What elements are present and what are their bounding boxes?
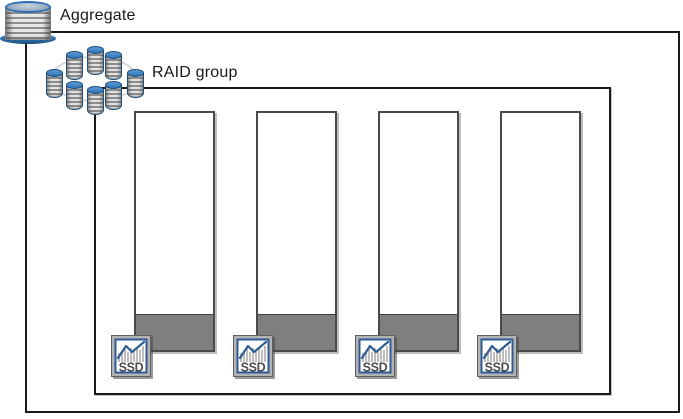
trend-line-glyph — [116, 340, 146, 360]
disk-rect — [134, 111, 215, 352]
disk-rect — [500, 111, 581, 352]
raid-group-label: RAID group — [152, 64, 238, 81]
ssd-label: SSD — [241, 361, 266, 375]
aggregate-label: Aggregate — [60, 7, 136, 24]
ssd-icon: SSD — [477, 335, 517, 377]
trend-line-glyph — [360, 340, 390, 360]
database-cylinder-icon — [0, 1, 56, 44]
disk-cylinder-icon — [66, 51, 83, 80]
cylinder-cap — [5, 1, 51, 13]
disk-cylinder-icon — [127, 69, 144, 98]
disk-cylinder-icon — [105, 81, 122, 110]
aggregate-box — [25, 31, 680, 413]
ssd-label: SSD — [363, 361, 388, 375]
trend-line-glyph — [238, 340, 268, 360]
ssd-label: SSD — [485, 361, 510, 375]
ssd-label: SSD — [119, 361, 144, 375]
ssd-icon: SSD — [111, 335, 151, 377]
trend-line-glyph — [482, 340, 512, 360]
disk-cylinder-icon — [66, 81, 83, 110]
disk-rect — [256, 111, 337, 352]
disk-cylinder-icon — [105, 51, 122, 80]
raid-group-box — [94, 87, 611, 395]
ssd-icon: SSD — [233, 335, 273, 377]
disk-cylinder-icon — [87, 46, 104, 75]
ssd-icon: SSD — [355, 335, 395, 377]
disk-cylinder-icon — [87, 86, 104, 115]
disk-rect — [378, 111, 459, 352]
disk-cylinder-icon — [46, 69, 63, 98]
